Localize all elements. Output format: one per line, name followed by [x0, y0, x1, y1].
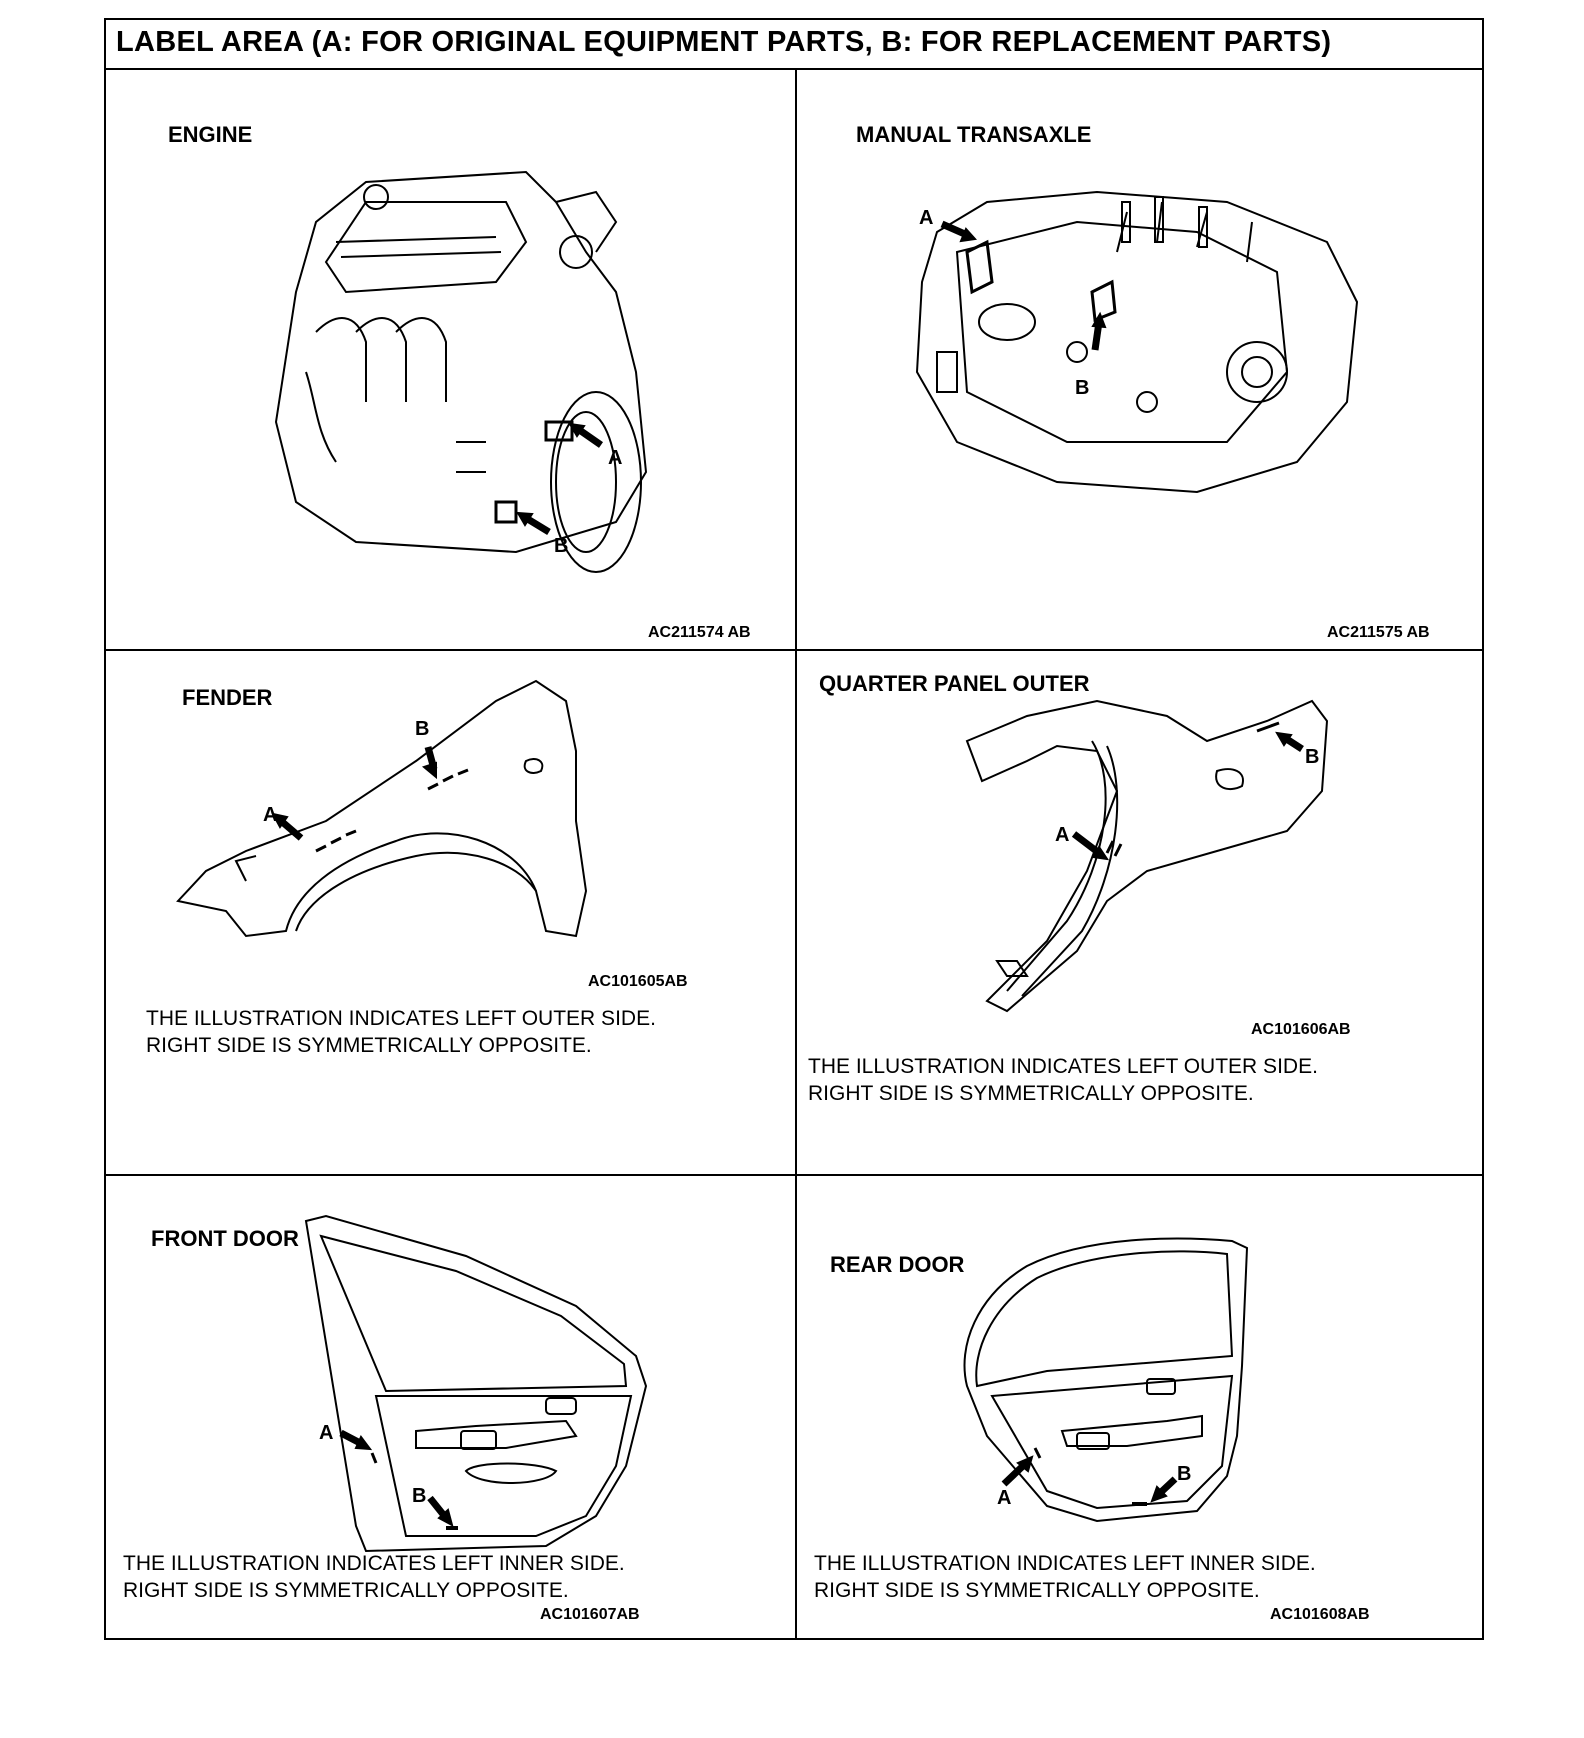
marker-b: B: [415, 718, 429, 740]
row-divider-2: [106, 1174, 1482, 1176]
note-line-1: THE ILLUSTRATION INDICATES LEFT OUTER SI…: [808, 1055, 1318, 1078]
transaxle-illustration: A B: [897, 172, 1367, 512]
figure-code: AC101605AB: [588, 973, 688, 990]
note-line-1: THE ILLUSTRATION INDICATES LEFT INNER SI…: [123, 1552, 625, 1575]
marker-b: B: [412, 1485, 426, 1507]
marker-b: B: [554, 535, 568, 557]
figure-note: THE ILLUSTRATION INDICATES LEFT OUTER SI…: [146, 1005, 656, 1059]
marker-b: B: [1177, 1463, 1191, 1485]
panel-quarter-panel-outer: QUARTER PANEL OUTER B A AC101606AB THE I…: [797, 651, 1484, 1174]
panel-manual-transaxle: MANUAL TRANSAXLE A B AC211575 AB: [797, 72, 1484, 649]
note-line-1: THE ILLUSTRATION INDICATES LEFT INNER SI…: [814, 1552, 1316, 1575]
figure-code: AC211574 AB: [648, 624, 751, 641]
marker-a: A: [1055, 824, 1069, 846]
marker-b: B: [1075, 377, 1089, 399]
label-area-table: LABEL AREA (A: FOR ORIGINAL EQUIPMENT PA…: [104, 18, 1484, 1640]
note-line-1: THE ILLUSTRATION INDICATES LEFT OUTER SI…: [146, 1007, 656, 1030]
marker-b: B: [1305, 746, 1319, 768]
panel-title: QUARTER PANEL OUTER: [819, 671, 1090, 696]
quarter-panel-illustration: B A: [967, 691, 1347, 1021]
figure-code: AC211575 AB: [1327, 624, 1430, 641]
note-line-2: RIGHT SIDE IS SYMMETRICALLY OPPOSITE.: [814, 1579, 1260, 1602]
figure-note: THE ILLUSTRATION INDICATES LEFT INNER SI…: [123, 1550, 625, 1604]
panel-title: ENGINE: [168, 122, 253, 147]
figure-note: THE ILLUSTRATION INDICATES LEFT OUTER SI…: [808, 1053, 1318, 1107]
engine-illustration: A B: [256, 142, 716, 562]
panel-title: FENDER: [182, 685, 273, 710]
panel-rear-door: REAR DOOR A B THE ILLUSTRATION INDICATES…: [797, 1176, 1484, 1640]
table-header: LABEL AREA (A: FOR ORIGINAL EQUIPMENT PA…: [106, 20, 1482, 70]
panel-front-door: FRONT DOOR A B THE ILLUSTRATION INDICATE…: [106, 1176, 795, 1640]
marker-a: A: [263, 804, 277, 826]
figure-code: AC101606AB: [1251, 1021, 1351, 1038]
panel-title: REAR DOOR: [830, 1252, 965, 1277]
marker-a: A: [997, 1487, 1011, 1509]
marker-a: A: [319, 1422, 333, 1444]
rear-door-illustration: A B: [947, 1236, 1247, 1536]
figure-note: THE ILLUSTRATION INDICATES LEFT INNER SI…: [814, 1550, 1316, 1604]
row-divider-1: [106, 649, 1482, 651]
panel-fender: FENDER A B AC101605AB THE ILLUSTRATION I…: [106, 651, 795, 1174]
fender-illustration: A B: [166, 671, 686, 941]
panel-engine: ENGINE A B AC211574 AB: [106, 72, 795, 649]
panel-title: MANUAL TRANSAXLE: [856, 122, 1092, 147]
panel-title: FRONT DOOR: [151, 1226, 299, 1251]
front-door-illustration: A B: [306, 1216, 696, 1556]
note-line-2: RIGHT SIDE IS SYMMETRICALLY OPPOSITE.: [123, 1579, 569, 1602]
note-line-2: RIGHT SIDE IS SYMMETRICALLY OPPOSITE.: [146, 1034, 592, 1057]
marker-a: A: [919, 207, 933, 229]
figure-code: AC101607AB: [540, 1606, 640, 1623]
header-title: LABEL AREA (A: FOR ORIGINAL EQUIPMENT PA…: [116, 26, 1332, 58]
marker-a: A: [608, 447, 622, 469]
note-line-2: RIGHT SIDE IS SYMMETRICALLY OPPOSITE.: [808, 1082, 1254, 1105]
column-divider: [795, 70, 797, 1640]
figure-code: AC101608AB: [1270, 1606, 1370, 1623]
